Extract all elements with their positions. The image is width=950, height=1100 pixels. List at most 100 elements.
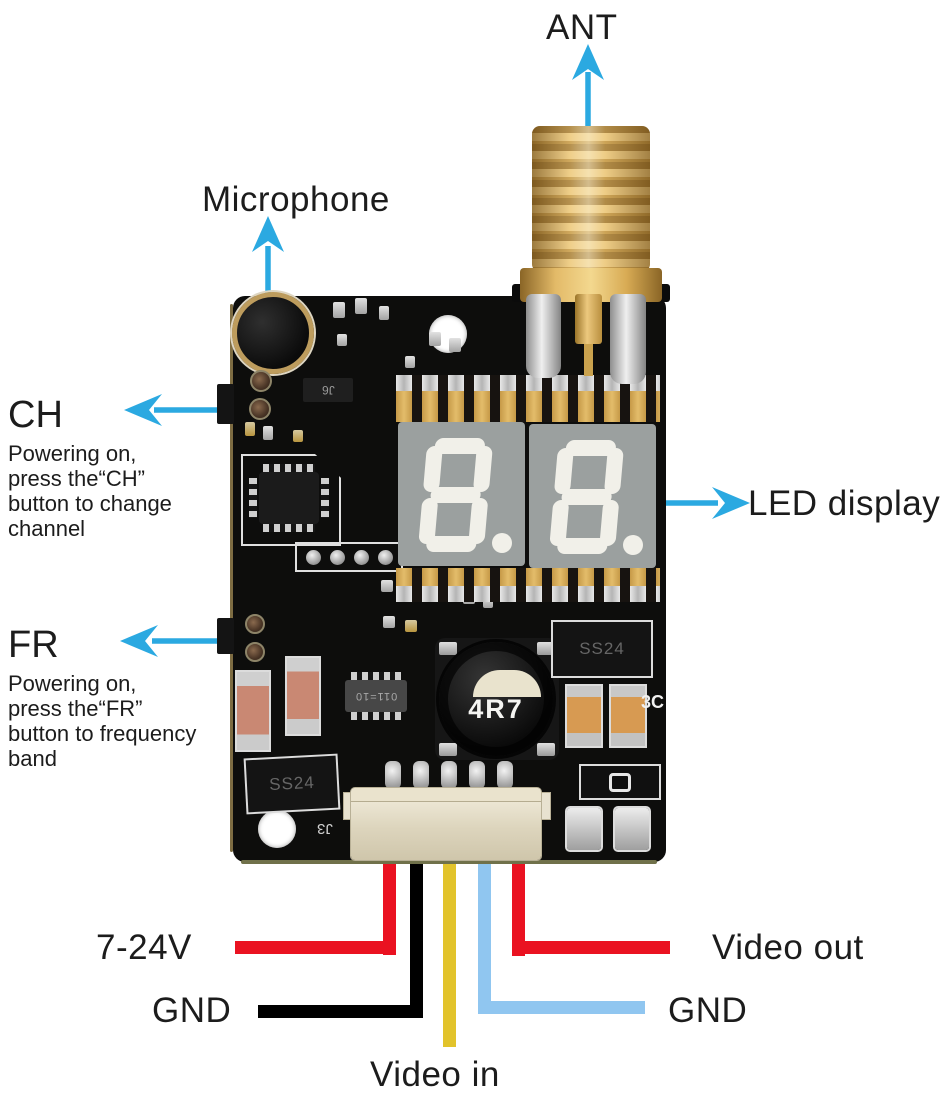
wire-gnd-right-vertical — [478, 858, 491, 1014]
fr-arrow-icon — [120, 625, 228, 657]
board-edge-left — [230, 304, 233, 852]
smd-pad — [405, 356, 415, 368]
solder-corner — [537, 642, 555, 655]
antenna-leg-left — [526, 294, 561, 378]
display-pads-top — [396, 391, 660, 422]
fr-button — [217, 618, 234, 654]
transistor-j6-marking: J6 — [321, 383, 335, 397]
smd-pad — [337, 334, 347, 346]
wire-video-in-vertical — [443, 858, 456, 1047]
resistor-ringed — [579, 764, 661, 800]
wire-gnd-right-horizontal — [478, 1001, 645, 1014]
solder-pad-large — [567, 808, 601, 850]
wire-power-vertical — [383, 858, 396, 955]
power-resistor — [235, 670, 271, 752]
via-pad — [249, 398, 271, 420]
decimal-point — [492, 533, 512, 553]
inductor-4r7 — [439, 642, 553, 756]
qfn-pins-bottom — [263, 524, 315, 532]
solder-pad-large — [615, 808, 649, 850]
led-digit-left — [398, 422, 525, 566]
transistor-j6: J6 — [303, 378, 353, 402]
decimal-point — [623, 535, 643, 555]
solder-pad — [305, 549, 321, 565]
smd-pad — [355, 298, 367, 314]
solder-pad — [469, 761, 485, 789]
video-out-pin-label: Video out — [712, 928, 864, 967]
gnd-left-pin-label: GND — [152, 991, 232, 1030]
jst-connector — [351, 788, 541, 860]
wire-video-out-horizontal — [512, 941, 670, 954]
seven-segment-digit — [418, 438, 512, 553]
silkscreen-j3: J3 — [317, 820, 333, 837]
gnd-right-pin-label: GND — [668, 991, 748, 1030]
ic-pins-bottom — [351, 712, 401, 720]
antenna-center-pin — [575, 294, 602, 344]
led-display-label: LED display — [748, 484, 941, 523]
solder-pad — [497, 761, 513, 789]
seven-segment-digit — [549, 440, 643, 555]
antenna-center-pin-lower — [584, 344, 593, 376]
fr-description: Powering on, press the“FR” button to fre… — [8, 671, 197, 771]
jst-connector-lip — [351, 788, 541, 802]
smd-pad — [293, 430, 303, 442]
ch-description: Powering on, press the“CH” button to cha… — [8, 441, 172, 541]
solder-pad — [385, 761, 401, 789]
diode-ss24-bottom-left: SS24 — [245, 755, 339, 813]
solder-pad — [377, 549, 393, 565]
wire-power-horizontal — [235, 941, 396, 954]
solder-corner — [439, 642, 457, 655]
wire-video-out-vertical — [512, 858, 525, 956]
silkscreen-3c: 3C — [641, 692, 665, 712]
ant-label: ANT — [546, 8, 618, 47]
power-resistor — [285, 656, 321, 736]
solder-corner — [439, 743, 457, 756]
ch-arrow-icon — [124, 394, 228, 426]
ch-button — [217, 384, 234, 424]
regulator-ic-marking: 011=10 — [354, 690, 398, 702]
power-pin-label: 7-24V — [96, 928, 192, 967]
display-pads-top-solder — [396, 375, 660, 391]
ic-pins-top — [351, 672, 401, 680]
solder-pad-row-4 — [295, 542, 403, 572]
vtx-board: J6 — [217, 292, 666, 864]
qfn-pins-left — [249, 478, 257, 518]
board-edge-bottom — [241, 860, 657, 864]
antenna-leg-right — [610, 294, 646, 384]
ch-label: CH — [8, 394, 63, 436]
microphone-label: Microphone — [202, 180, 390, 219]
diode-ss24-right: SS24 — [553, 622, 651, 676]
solder-corner — [537, 743, 555, 756]
smd-pad — [379, 306, 389, 320]
smd-pad — [405, 620, 417, 632]
video-in-pin-label: Video in — [370, 1055, 500, 1094]
diode-marking: SS24 — [268, 772, 316, 795]
wire-gnd-left-vertical — [410, 858, 423, 1018]
display-pads-bottom — [396, 568, 660, 586]
smd-pad — [381, 580, 393, 592]
via-pad — [245, 614, 265, 634]
via-pad — [245, 642, 265, 662]
via-pad — [250, 370, 272, 392]
microphone-component — [232, 292, 314, 374]
connector-pad-row — [385, 760, 527, 790]
capacitor — [609, 684, 647, 748]
inductor-highlight — [473, 670, 541, 697]
antenna-shading — [532, 126, 650, 272]
regulator-ic: 011=10 — [345, 680, 407, 712]
mounting-hole-bottom — [258, 810, 296, 848]
smd-pad — [263, 426, 273, 440]
smd-pad — [429, 332, 441, 346]
led-digit-right — [529, 424, 656, 568]
solder-pad — [329, 549, 345, 565]
capacitor — [565, 684, 603, 748]
solder-pad — [353, 549, 369, 565]
smd-pad — [245, 422, 255, 436]
qfn-chip — [259, 472, 319, 524]
antenna-sma-connector — [532, 126, 650, 272]
solder-pad — [413, 761, 429, 789]
diode-marking: SS24 — [579, 639, 625, 658]
solder-pad — [441, 761, 457, 789]
fr-label: FR — [8, 624, 59, 666]
